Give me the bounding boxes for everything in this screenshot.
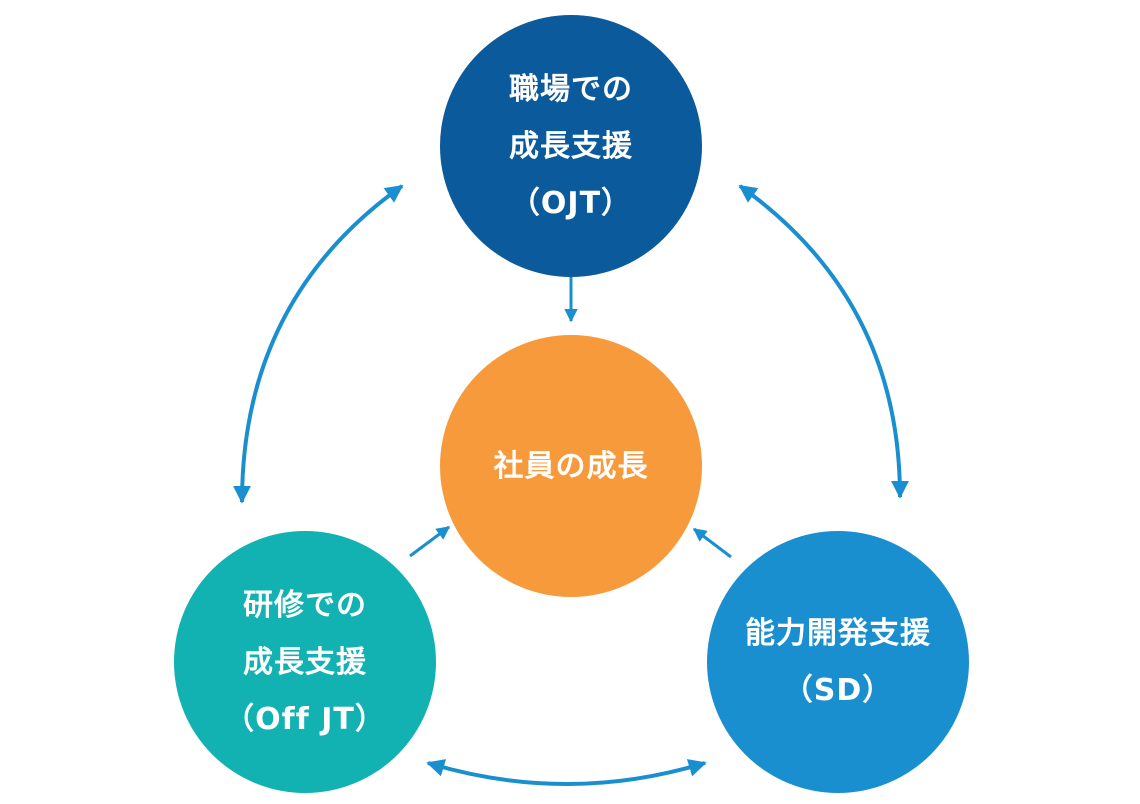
arrow-sd-to-center <box>692 527 732 559</box>
node-sd: 能力開発支援 （SD） <box>707 531 969 793</box>
node-ojt: 職場での 成長支援 （OJT） <box>440 15 702 277</box>
node-sd-line-1: 能力開発支援 <box>745 616 931 651</box>
node-off-jt: 研修での 成長支援 （Off JT） <box>174 531 436 793</box>
node-off-jt-line-2: 成長支援 <box>243 644 367 680</box>
node-ojt-line-1: 職場での <box>509 71 633 107</box>
node-off-jt-line-3: （Off JT） <box>224 701 386 737</box>
arrow-ojt-sd <box>738 184 909 499</box>
node-sd-line-2: （SD） <box>782 673 894 708</box>
arrow-offjt-sd <box>426 759 707 786</box>
node-ojt-line-3: （OJT） <box>509 185 633 221</box>
arrow-ojt-offjt <box>233 184 404 504</box>
node-employee-growth: 社員の成長 <box>440 335 702 597</box>
arrow-offjt-to-center <box>409 525 451 558</box>
node-ojt-line-2: 成長支援 <box>509 128 633 164</box>
node-off-jt-line-1: 研修での <box>243 587 367 623</box>
node-employee-growth-label: 社員の成長 <box>493 448 649 484</box>
